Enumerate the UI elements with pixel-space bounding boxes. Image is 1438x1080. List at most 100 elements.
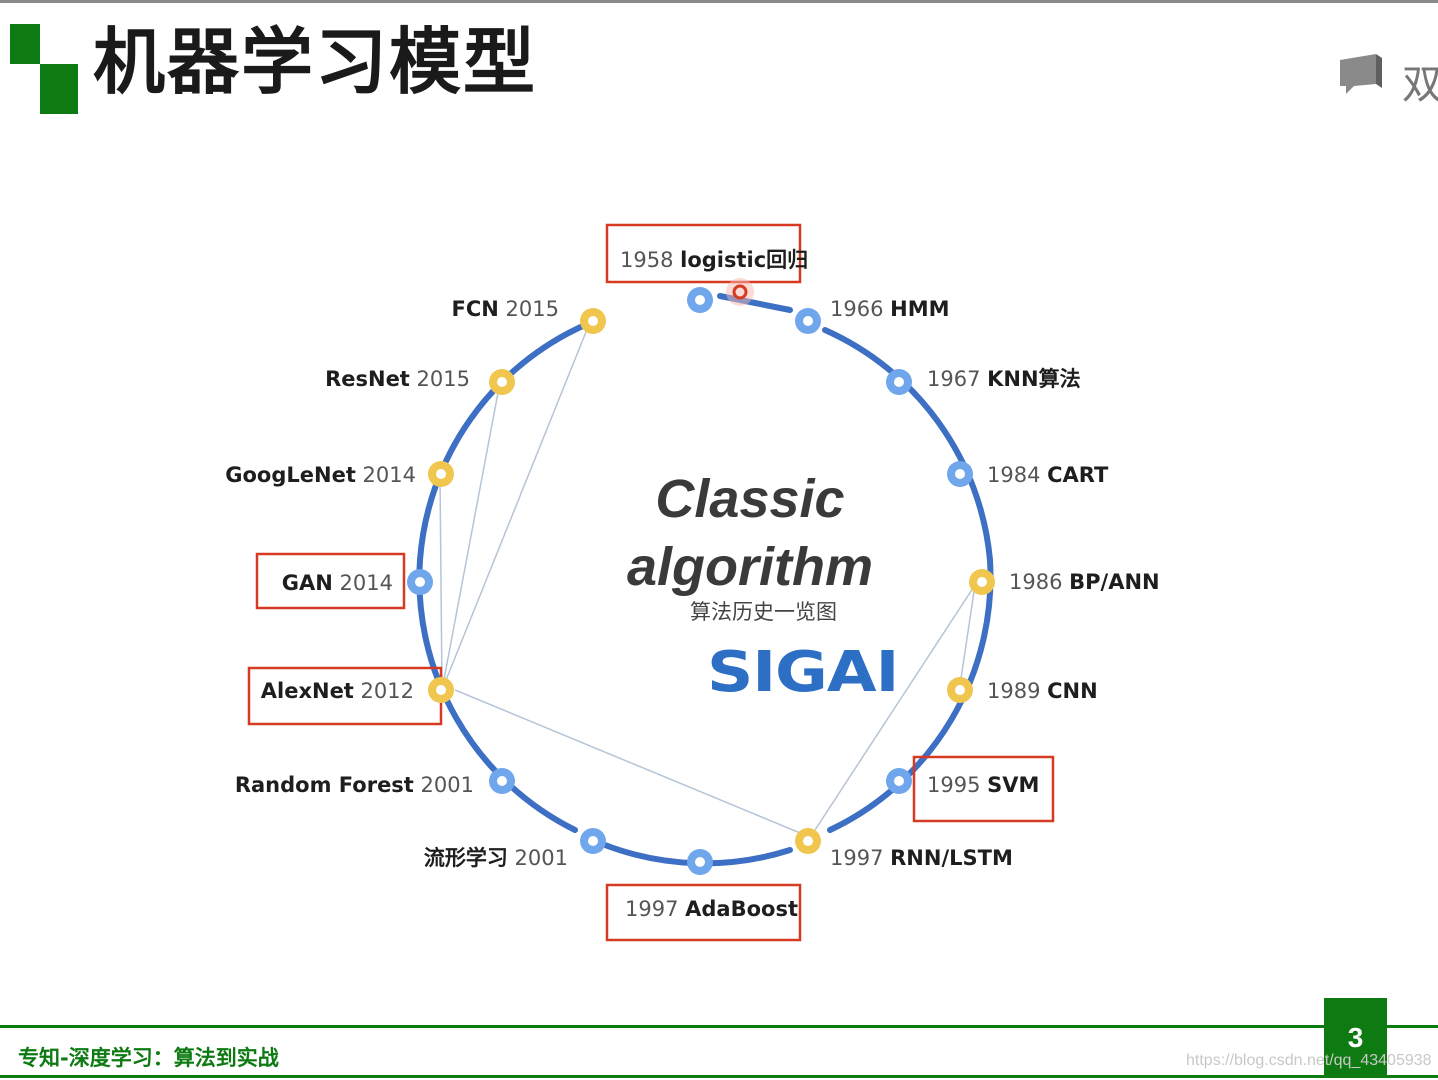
timeline-name-3: CART [1047,463,1109,487]
timeline-name-2: KNN算法 [987,367,1080,391]
label-gap [883,297,890,321]
timeline-year-9: 2001 [515,846,568,870]
label-gap [673,248,680,272]
timeline-year-5: 1989 [987,679,1040,703]
highlight-box-gan [255,552,406,610]
timeline-year-3: 1984 [987,463,1040,487]
timeline-year-0: 1958 [620,248,673,272]
timeline-label-15: FCN 2015 [452,297,559,321]
label-gap [980,367,987,391]
timeline-labels: 1958 logistic回归 1966 HMM 1967 KNN算法 1984 CA… [225,248,1159,921]
timeline-node-core-7 [803,836,813,846]
highlight-box-logistic [605,223,802,284]
chat-bubble-icon [1340,54,1382,94]
timeline-nodes [407,287,995,875]
timeline-year-8: 1997 [625,897,678,921]
timeline-label-10: Random Forest 2001 [235,773,474,797]
timeline-name-6: SVM [987,773,1039,797]
timeline-label-0: 1958 logistic回归 [620,248,808,272]
timeline-year-12: 2014 [340,571,393,595]
timeline-label-2: 1967 KNN算法 [927,367,1081,391]
timeline-node-core-11 [436,685,446,695]
cursor-glow [726,278,754,306]
timeline-name-13: GoogLeNet [225,463,356,487]
center-title-line2: algorithm [626,537,873,597]
center-subtitle: 算法历史一览图 [690,600,837,624]
timeline-name-11: AlexNet [261,679,354,703]
timeline-label-12: GAN 2014 [282,571,393,595]
label-gap [678,897,685,921]
label-gap [354,679,361,703]
timeline-node-core-13 [436,469,446,479]
timeline-node-core-5 [955,685,965,695]
influence-lines [439,321,976,836]
timeline-label-9: 流形学习 2001 [424,846,568,870]
timeline-node-core-9 [588,836,598,846]
label-gap [356,463,363,487]
cursor-dot [732,284,748,300]
label-gap [410,367,417,391]
top-border [0,0,1438,3]
timeline-node-core-15 [588,316,598,326]
timeline-node-core-12 [415,577,425,587]
timeline-node-core-1 [803,316,813,326]
label-gap [1040,679,1047,703]
timeline-year-10: 2001 [421,773,474,797]
timeline-label-5: 1989 CNN [987,679,1098,703]
timeline-node-core-2 [894,377,904,387]
label-gap [414,773,421,797]
timeline-label-6: 1995 SVM [927,773,1039,797]
corner-text: 双 [1402,62,1438,108]
ring [416,293,994,867]
timeline-name-9: 流形学习 [424,846,508,870]
timeline-label-1: 1966 HMM [830,297,950,321]
footer-bottom-border [0,1075,1438,1078]
highlight-box-adaboost [605,883,802,942]
timeline-label-4: 1986 BP/ANN [1009,570,1160,594]
timeline-year-6: 1995 [927,773,980,797]
timeline-name-8: AdaBoost [685,897,798,921]
slide-title: 机器学习模型 [93,20,538,104]
watermark: https://blog.csdn.net/qq_43405938 [1186,1052,1432,1069]
footer-course-title: 专知-深度学习：算法到实战 [18,1046,279,1070]
timeline-year-11: 2012 [361,679,414,703]
label-gap [499,297,506,321]
timeline-name-15: FCN [452,297,499,321]
timeline-node-core-6 [894,776,904,786]
timeline-node-core-14 [497,377,507,387]
timeline-name-14: ResNet [325,367,410,391]
timeline-name-10: Random Forest [235,773,414,797]
center-title-line1: Classic [655,469,845,529]
timeline-name-12: GAN [282,571,333,595]
page-number: 3 [1324,998,1387,1076]
timeline-label-11: AlexNet 2012 [261,679,414,703]
timeline-year-15: 2015 [506,297,559,321]
timeline-year-4: 1986 [1009,570,1062,594]
timeline-label-3: 1984 CART [987,463,1109,487]
timeline-node-core-0 [695,295,705,305]
timeline-node-core-4 [977,577,987,587]
highlight-box-svm [912,755,1055,823]
timeline-node-core-10 [497,776,507,786]
footer-divider [0,1025,1438,1028]
timeline-year-14: 2015 [417,367,470,391]
label-gap [883,846,890,870]
timeline-year-13: 2014 [363,463,416,487]
timeline-node-core-8 [695,857,705,867]
timeline-year-2: 1967 [927,367,980,391]
center-title: Classic algorithm [560,465,940,601]
timeline-label-13: GoogLeNet 2014 [225,463,416,487]
label-gap [1062,570,1069,594]
timeline-node-core-3 [955,469,965,479]
label-gap [508,846,515,870]
timeline-name-5: CNN [1047,679,1098,703]
timeline-label-14: ResNet 2015 [325,367,470,391]
timeline-name-4: BP/ANN [1069,570,1159,594]
timeline-year-1: 1966 [830,297,883,321]
label-gap [1040,463,1047,487]
timeline-name-1: HMM [890,297,949,321]
timeline-name-7: RNN/LSTM [890,846,1013,870]
sigai-logo: SIGAI [707,640,899,705]
label-gap [980,773,987,797]
